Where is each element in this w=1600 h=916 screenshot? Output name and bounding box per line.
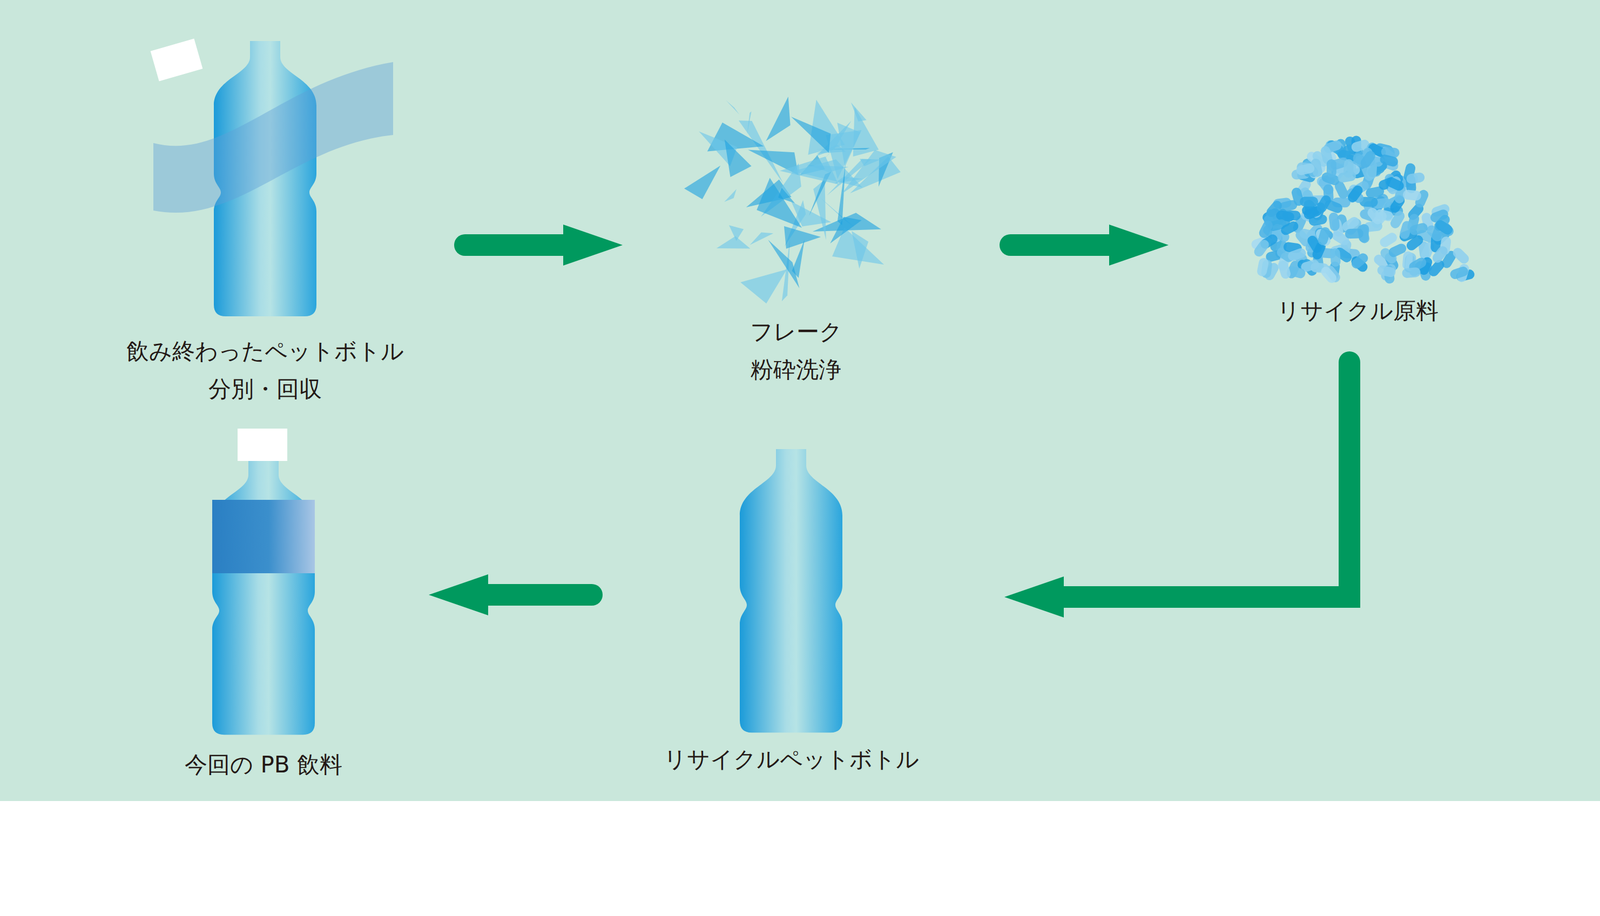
pellet — [1328, 212, 1341, 232]
pellet — [1256, 257, 1270, 278]
pellet — [1358, 149, 1377, 170]
pellet — [1343, 159, 1354, 179]
pellet — [1344, 228, 1364, 239]
flake — [779, 156, 839, 185]
stage-caption: 粉砕洗浄 — [750, 350, 842, 389]
pellet — [1252, 238, 1272, 259]
background-panel — [0, 0, 1600, 802]
flow-arrow — [1047, 362, 1350, 598]
pb-cap — [237, 428, 288, 462]
flake — [725, 100, 740, 116]
pellet — [1450, 246, 1471, 267]
flake — [851, 102, 867, 122]
pellet — [1384, 176, 1406, 193]
pellet — [1346, 183, 1366, 205]
loose-cap — [150, 38, 204, 82]
flake — [716, 236, 751, 249]
stage-node: 今回の PB 飲料 — [155, 428, 372, 785]
recycled-bottle — [739, 449, 843, 733]
pellet — [1448, 265, 1470, 281]
pellet — [1430, 244, 1450, 266]
pellet — [1408, 221, 1429, 236]
pellet — [1277, 259, 1292, 281]
stage-caption: 飲み終わったペットボトル — [126, 332, 404, 371]
stage-caption: 今回の PB 飲料 — [184, 746, 343, 785]
flake — [765, 96, 791, 141]
flow-arrow — [464, 234, 580, 256]
stage-caption: フレーク — [750, 313, 843, 351]
stage-caption: 分別・回収 — [208, 370, 322, 409]
pellet — [1387, 241, 1408, 259]
pellet — [1330, 248, 1341, 268]
flake — [767, 239, 800, 289]
pellet — [1295, 162, 1316, 177]
pellet — [1299, 197, 1319, 207]
pellet — [1279, 219, 1300, 237]
pellet — [1319, 264, 1339, 285]
pellet — [1314, 193, 1333, 215]
flake — [724, 188, 737, 202]
flake — [724, 139, 752, 178]
flake — [841, 150, 896, 194]
pellet — [1405, 171, 1426, 185]
pb-bottle — [212, 458, 315, 735]
stage-node: 飲み終わったペットボトル分別・回収 — [103, 41, 428, 409]
flakes-pile — [684, 96, 901, 304]
flake — [728, 225, 744, 241]
flake — [837, 164, 846, 226]
stage-node: フレーク粉砕洗浄 — [633, 86, 958, 389]
pellet — [1349, 251, 1370, 271]
pellets-pile — [1250, 134, 1476, 286]
flake — [778, 187, 795, 204]
flake — [756, 178, 802, 229]
pellet — [1402, 189, 1422, 201]
stage-node: リサイクル原料 — [1195, 143, 1520, 330]
loose-label — [153, 62, 394, 213]
stage-caption: リサイクルペットボトル — [663, 740, 920, 779]
flake — [740, 269, 787, 304]
flake — [746, 111, 752, 135]
flow-arrow — [1010, 234, 1126, 256]
flake — [684, 165, 721, 200]
pellet — [1433, 218, 1455, 237]
pellet — [1401, 267, 1421, 279]
flake — [784, 226, 821, 249]
pb-label — [212, 500, 315, 574]
pellet — [1264, 198, 1285, 219]
pellet — [1286, 247, 1308, 263]
stage-node: リサイクルペットボトル — [629, 449, 954, 779]
pellet — [1317, 226, 1332, 247]
flake — [791, 116, 831, 153]
pellet — [1326, 159, 1337, 178]
pellet — [1379, 153, 1400, 168]
pellet — [1376, 264, 1397, 279]
flow-arrow — [471, 584, 592, 606]
flake — [851, 231, 869, 269]
flake — [750, 232, 774, 245]
stage-caption: リサイクル原料 — [1277, 292, 1439, 330]
pellet — [1374, 208, 1395, 223]
